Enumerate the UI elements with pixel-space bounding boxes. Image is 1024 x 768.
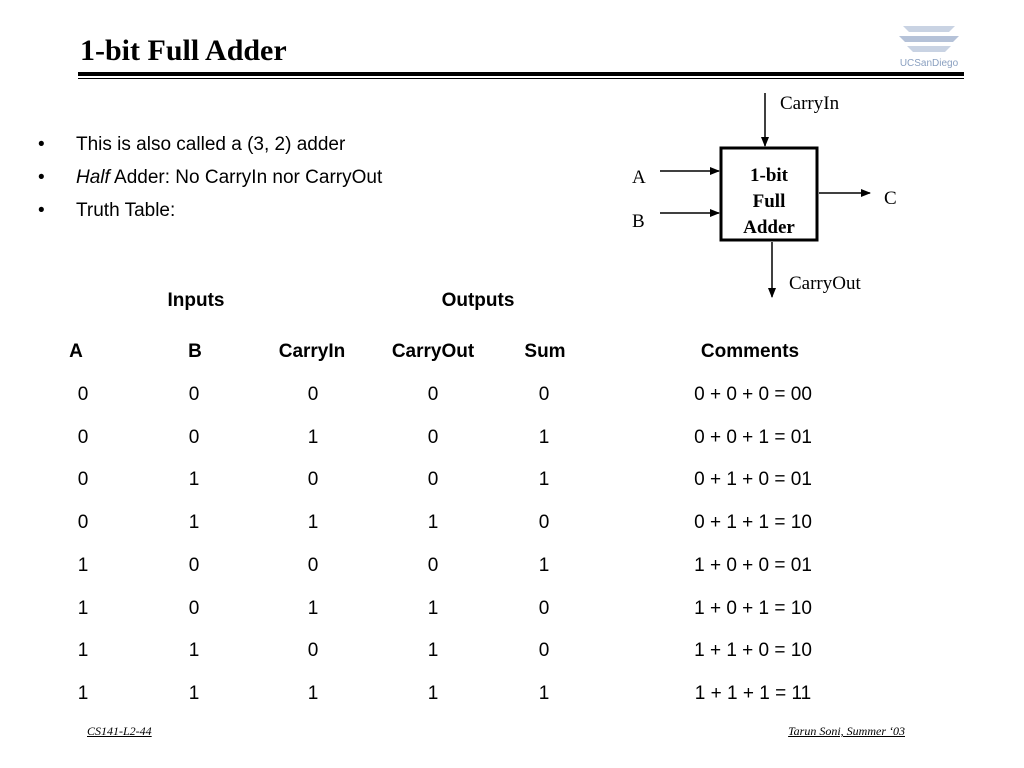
table-cell: 0 bbox=[427, 469, 439, 491]
table-cell: 1 + 0 + 0 = 01 bbox=[694, 554, 812, 576]
column-header: B bbox=[188, 341, 202, 362]
table-cell: 1 bbox=[188, 640, 200, 662]
table-cell: 1 bbox=[307, 682, 319, 704]
table-cell: 0 bbox=[77, 512, 89, 534]
table-cell: 0 bbox=[307, 384, 319, 405]
table-cell: 0 bbox=[427, 384, 439, 405]
column-header: A bbox=[69, 341, 83, 362]
table-cell: 0 bbox=[188, 384, 200, 405]
table-cell: 0 + 0 + 0 = 00 bbox=[694, 384, 812, 405]
adder-block-line: Full bbox=[752, 191, 786, 212]
table-cell: 0 bbox=[307, 640, 319, 662]
table-cell: 1 bbox=[538, 554, 550, 576]
table-cell: 0 bbox=[307, 554, 319, 576]
table-cell: 1 bbox=[427, 682, 439, 704]
table-cell: 1 bbox=[188, 512, 200, 534]
table-cell: 0 bbox=[77, 426, 89, 448]
table-cell: 1 bbox=[538, 682, 550, 704]
table-cell: 0 bbox=[538, 597, 550, 619]
table-cell: 0 bbox=[427, 554, 439, 576]
bullet-text: This is also called a (3, 2) adder bbox=[76, 134, 346, 155]
table-cell: 0 bbox=[77, 384, 89, 405]
table-cell: 1 bbox=[307, 597, 319, 619]
ucsd-logo-text: UCSanDiego bbox=[899, 58, 959, 69]
full-adder-diagram: 1-bit Full Adder CarryIn A B C CarryOut bbox=[600, 85, 900, 305]
input-a-label: A bbox=[632, 167, 646, 188]
table-cell: 0 + 1 + 0 = 01 bbox=[694, 469, 812, 491]
ucsd-logo-icon bbox=[899, 26, 959, 52]
ucsd-logo: UCSanDiego bbox=[893, 20, 965, 74]
adder-block-line: Adder bbox=[743, 217, 795, 238]
bullet-marker: • bbox=[38, 167, 45, 188]
adder-block-label: 1-bit Full Adder bbox=[721, 163, 817, 241]
bullet-text: Truth Table: bbox=[76, 200, 176, 221]
table-cell: 0 bbox=[538, 384, 550, 405]
column-header: Comments bbox=[700, 341, 800, 362]
adder-block-line: 1-bit bbox=[750, 165, 788, 186]
title-rule-thin bbox=[78, 78, 964, 79]
title-rule-thick bbox=[78, 72, 964, 76]
table-cell: 0 bbox=[188, 597, 200, 619]
table-cell: 0 + 1 + 1 = 10 bbox=[694, 512, 812, 534]
table-cell: 1 bbox=[77, 554, 89, 576]
column-header: Sum bbox=[524, 341, 566, 362]
table-cell: 1 bbox=[427, 597, 439, 619]
table-cell: 1 bbox=[538, 426, 550, 448]
table-cell: 0 bbox=[427, 426, 439, 448]
table-cell: 1 bbox=[427, 640, 439, 662]
slide-title: 1-bit Full Adder bbox=[80, 34, 287, 67]
table-cell: 1 bbox=[188, 469, 200, 491]
table-cell: 1 bbox=[307, 512, 319, 534]
table-cell: 1 bbox=[427, 512, 439, 534]
input-b-label: B bbox=[632, 211, 645, 232]
footer-right: Tarun Soni, Summer ‘03 bbox=[788, 724, 905, 738]
outputs-group-header: Outputs bbox=[441, 290, 515, 311]
table-cell: 0 bbox=[188, 554, 200, 576]
table-cell: 1 + 0 + 1 = 10 bbox=[694, 597, 812, 619]
table-cell: 1 bbox=[77, 597, 89, 619]
column-header: CarryIn bbox=[278, 341, 346, 362]
bullet-emphasis: Half bbox=[76, 167, 110, 188]
column-header: CarryOut bbox=[391, 341, 475, 362]
table-cell: 1 bbox=[188, 682, 200, 704]
carryout-label: CarryOut bbox=[789, 273, 861, 294]
table-cell: 1 bbox=[538, 469, 550, 491]
inputs-group-header: Inputs bbox=[167, 290, 225, 311]
bullet-marker: • bbox=[38, 200, 45, 221]
table-cell: 1 bbox=[307, 426, 319, 448]
table-cell: 0 bbox=[538, 512, 550, 534]
table-cell: 1 + 1 + 1 = 11 bbox=[694, 682, 812, 704]
table-cell: 0 bbox=[188, 426, 200, 448]
full-adder-diagram-svg bbox=[660, 93, 871, 298]
table-cell: 0 bbox=[538, 640, 550, 662]
output-c-label: C bbox=[884, 188, 897, 209]
footer-left: CS141-L2-44 bbox=[87, 724, 152, 738]
bullet-text: Adder: No CarryIn nor CarryOut bbox=[109, 167, 383, 188]
carryin-label: CarryIn bbox=[780, 93, 840, 114]
table-cell: 0 bbox=[307, 469, 319, 491]
table-cell: 0 + 0 + 1 = 01 bbox=[694, 426, 812, 448]
adder-block bbox=[719, 146, 819, 242]
table-cell: 0 bbox=[77, 469, 89, 491]
table-cell: 1 bbox=[77, 640, 89, 662]
table-cell: 1 bbox=[77, 682, 89, 704]
table-cell: 1 + 1 + 0 = 10 bbox=[694, 640, 812, 662]
bullet-marker: • bbox=[38, 134, 45, 155]
